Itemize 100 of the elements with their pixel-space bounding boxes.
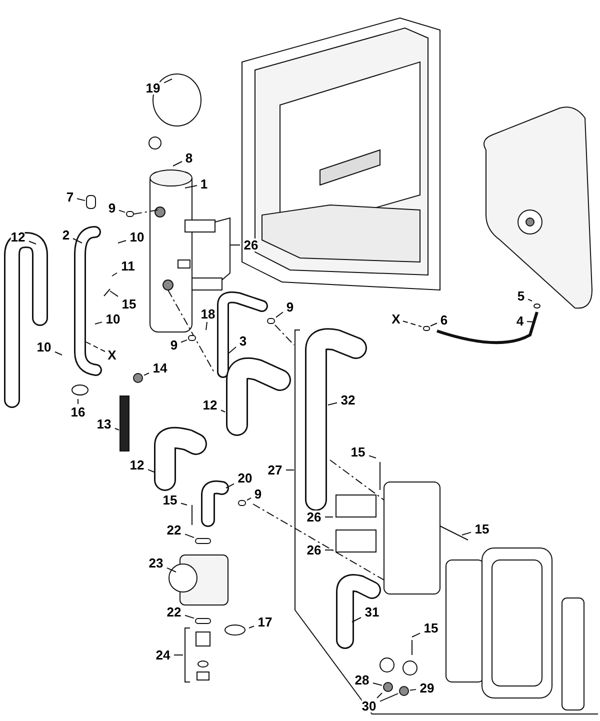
callout-number: 10 (130, 230, 144, 244)
callout-number: 22 (166, 606, 182, 618)
callout-number: 26 (306, 510, 322, 524)
callout-number: X (392, 312, 400, 326)
callout-number: 16 (70, 406, 86, 418)
callout-number: 5 (517, 290, 525, 302)
leader-line (368, 455, 376, 458)
callout-number: 20 (238, 472, 252, 484)
leader-line (380, 693, 398, 702)
washer (195, 618, 211, 624)
leader-line (430, 322, 438, 326)
callout-number: 12 (202, 398, 218, 412)
callout-number: 2 (62, 228, 70, 242)
leader-line (328, 402, 338, 406)
callout-number: 9 (286, 300, 294, 314)
callout-number: 12 (10, 230, 26, 244)
callout-number: 15 (424, 622, 438, 634)
leader-line (372, 682, 382, 686)
callout-number: 3 (239, 334, 247, 348)
leader-line (172, 161, 182, 166)
callout-number: 9 (108, 202, 116, 214)
callout-number: 9 (170, 338, 178, 352)
callout-number: 30 (362, 700, 376, 712)
leader-line (410, 688, 416, 691)
leader-line (226, 483, 234, 488)
callout-number: X (108, 348, 116, 362)
leader-line (246, 497, 252, 501)
leader-line (184, 184, 198, 188)
callout-number: 24 (156, 648, 170, 662)
leader-line (112, 272, 118, 276)
callout-number: 15 (162, 494, 178, 506)
leader-line (276, 312, 284, 318)
callout-number: 26 (244, 238, 258, 252)
leader-line (114, 428, 120, 430)
callout-number: 15 (350, 446, 366, 458)
leader-line (402, 320, 422, 328)
callout-number: 12 (130, 458, 144, 472)
callout-number: 9 (254, 488, 262, 500)
callout-number: 10 (106, 312, 120, 326)
callout-number: 22 (166, 524, 182, 536)
leader-line (148, 469, 154, 472)
leader-line (462, 532, 472, 536)
valve-fitting (133, 373, 143, 383)
callout-number: 31 (364, 606, 380, 618)
leader-line (324, 516, 334, 518)
callout-number: 32 (340, 394, 356, 406)
washer (422, 326, 430, 330)
leader-line (86, 342, 106, 352)
leader-line (184, 534, 194, 538)
leader-line (28, 240, 36, 244)
leader-line (166, 567, 176, 572)
callout-number: 4 (516, 314, 524, 328)
callout-number: 15 (474, 522, 490, 536)
callout-number: 10 (36, 340, 52, 354)
leader-line (248, 626, 254, 628)
leader-line (72, 238, 82, 244)
washer (188, 335, 196, 341)
callout-number: 28 (354, 674, 370, 686)
leader-line (94, 322, 102, 324)
callout-number: 7 (66, 190, 74, 204)
leader-line (110, 290, 118, 297)
leader-line (118, 240, 126, 244)
leader-line (180, 502, 188, 506)
leader-line (230, 244, 240, 246)
leader-line (180, 339, 188, 343)
callout-number: 19 (146, 82, 160, 94)
leader-line (220, 410, 226, 412)
callout-number: 13 (96, 418, 112, 430)
callout-number: 23 (148, 556, 164, 570)
nut (399, 686, 409, 696)
washer (267, 318, 275, 324)
leader-line (412, 632, 420, 638)
leader-line (376, 692, 382, 698)
leader-line (76, 198, 86, 202)
callout-number: 14 (152, 362, 168, 374)
vent-valve (86, 195, 96, 209)
leader-line (352, 617, 362, 622)
washer (126, 211, 134, 217)
callout-number: 26 (306, 544, 322, 556)
washer (238, 500, 246, 506)
callout-number: 18 (200, 308, 216, 320)
callout-number: 6 (440, 314, 448, 326)
leader-line (118, 210, 126, 213)
callout-number: 1 (200, 178, 208, 190)
callout-number: 29 (420, 682, 434, 694)
washer (195, 538, 211, 544)
leader-line (164, 78, 172, 84)
leader-line (526, 321, 534, 322)
leader-line (174, 654, 184, 656)
leader-line (144, 372, 150, 376)
callout-number: 8 (185, 152, 193, 164)
leader-line (206, 322, 208, 330)
callout-number: 15 (122, 298, 136, 310)
nut (383, 682, 393, 692)
leader-line (228, 346, 236, 354)
callout-number: 11 (121, 260, 135, 272)
callout-number: 27 (268, 464, 282, 476)
leader-line (184, 614, 194, 619)
leader-line (528, 298, 532, 302)
leader-line (54, 351, 62, 356)
